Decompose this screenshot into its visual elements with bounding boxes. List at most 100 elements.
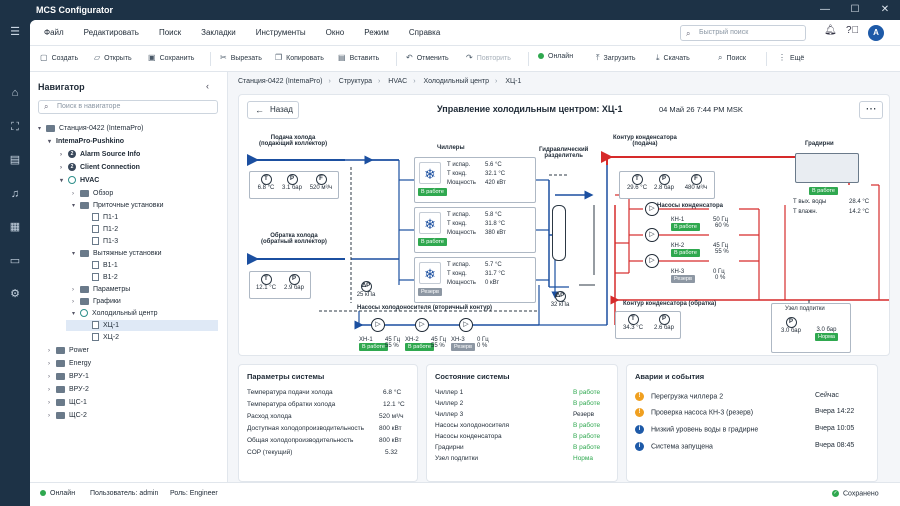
- maximize-icon[interactable]: ☐: [850, 4, 860, 15]
- tree-item[interactable]: ›ВРУ-2: [48, 385, 89, 393]
- menu-tools[interactable]: Инструменты: [255, 28, 306, 37]
- create-button[interactable]: ▢Создать: [40, 53, 79, 62]
- breadcrumb-item[interactable]: HVAC: [388, 78, 408, 85]
- calendar-icon[interactable]: ▦: [9, 221, 21, 233]
- tree-item[interactable]: П1-1: [92, 212, 118, 223]
- close-icon[interactable]: ✕: [880, 4, 890, 15]
- download-button[interactable]: ⤓Скачать: [656, 53, 690, 62]
- menu-help[interactable]: Справка: [408, 28, 441, 37]
- tree-item[interactable]: ›Графики: [72, 297, 121, 305]
- menu-edit[interactable]: Редактировать: [83, 28, 139, 37]
- tree-item[interactable]: ›ЩС-2: [48, 411, 87, 419]
- tree-item[interactable]: ›Параметры: [72, 285, 131, 293]
- quick-search-input[interactable]: ⌕Быстрый поиск: [680, 25, 806, 41]
- alarm-row[interactable]: !Проверка насоса КН-3 (резерв)Вчера 14:2…: [635, 408, 871, 417]
- breadcrumb-item[interactable]: Холодильный центр: [423, 78, 490, 85]
- upload-button[interactable]: ⤒Загрузить: [596, 53, 636, 62]
- hydraulic-separator[interactable]: [552, 205, 566, 261]
- tree-item[interactable]: ▾Приточные установки: [72, 201, 164, 209]
- breadcrumb-item[interactable]: ХЦ-1: [505, 78, 522, 85]
- more-options-button[interactable]: ⋯: [859, 101, 883, 119]
- tree-item[interactable]: В1-1: [92, 260, 118, 271]
- tree-item[interactable]: В1-2: [92, 272, 118, 283]
- avatar[interactable]: A: [868, 25, 884, 41]
- tree-item[interactable]: ▾Станция-0422 (IntemaPro): [38, 124, 144, 132]
- pump-icon[interactable]: ▷: [645, 254, 659, 268]
- tree-item[interactable]: ›Power: [48, 346, 89, 354]
- menu-icon[interactable]: ☰: [10, 26, 20, 38]
- redo-button[interactable]: ↷Повторить: [466, 53, 511, 62]
- save-button[interactable]: ▣Сохранить: [148, 53, 195, 62]
- status-badge: Резерв: [451, 343, 475, 351]
- undo-button[interactable]: ↶Отменить: [406, 53, 449, 62]
- tree-item[interactable]: ›ЩС-1: [48, 398, 87, 406]
- notification-bell-icon[interactable]: 🔔︎: [824, 25, 837, 36]
- tree-item[interactable]: ХЦ-2: [92, 332, 119, 343]
- tree-item[interactable]: ▾Холодильный центр: [72, 309, 158, 318]
- network-icon[interactable]: ⛶: [11, 121, 19, 133]
- menu-bookmarks[interactable]: Закладки: [201, 28, 236, 37]
- bell-icon[interactable]: ♫: [10, 188, 20, 200]
- cut-button[interactable]: ✂Вырезать: [220, 53, 262, 62]
- tree-item[interactable]: ›ВРУ-1: [48, 372, 89, 380]
- tree-item[interactable]: ›Energy: [48, 359, 92, 367]
- pump-icon[interactable]: ▷: [371, 318, 385, 332]
- pump-icon[interactable]: ▷: [459, 318, 473, 332]
- breadcrumb-item[interactable]: Станция-0422 (IntemaPro): [238, 78, 323, 85]
- tree-item-selected[interactable]: ХЦ-1: [66, 320, 218, 331]
- tree-item[interactable]: П1-2: [92, 224, 118, 235]
- menu-search[interactable]: Поиск: [158, 28, 182, 37]
- navigator-search-input[interactable]: ⌕Поиск в навигаторе: [38, 100, 218, 114]
- menu-file[interactable]: Файл: [44, 28, 64, 37]
- cooling-tower[interactable]: [795, 153, 859, 183]
- minimize-icon[interactable]: —: [820, 4, 830, 15]
- paste-button[interactable]: ▤Вставить: [338, 53, 380, 62]
- chiller-2[interactable]: ❄ Т испар.5.8 °C Т конд.31.8 °C Мощность…: [414, 207, 536, 253]
- menu-mode[interactable]: Режим: [364, 28, 389, 37]
- folder-icon: [80, 249, 89, 257]
- menu-window[interactable]: Окно: [325, 28, 345, 37]
- help-icon[interactable]: ?⃝: [846, 25, 860, 36]
- search-button[interactable]: ⌕Поиск: [718, 53, 746, 62]
- params-card: Параметры системы Температура подачи хол…: [238, 364, 418, 482]
- tree-item[interactable]: ▾IntemaPro-Pushkino: [48, 138, 125, 145]
- more-button[interactable]: ⋮Ещё: [778, 53, 805, 62]
- chart-icon[interactable]: ▤: [9, 154, 21, 166]
- gear-icon[interactable]: ⚙: [10, 288, 20, 300]
- back-button[interactable]: ←Назад: [247, 101, 299, 119]
- collapse-icon[interactable]: ‹: [206, 81, 209, 91]
- tree-item[interactable]: ›Обзор: [72, 189, 114, 197]
- tree-item[interactable]: П1-3: [92, 236, 118, 247]
- pump-icon[interactable]: ▷: [645, 202, 659, 216]
- pump-icon[interactable]: ▷: [645, 228, 659, 242]
- open-button[interactable]: ▱Открыть: [94, 53, 132, 62]
- chiller-3[interactable]: ❄ Т испар.5.7 °C Т конд.31.7 °C Мощность…: [414, 257, 536, 303]
- document-icon[interactable]: ▭: [9, 255, 21, 267]
- chiller-1[interactable]: ❄ Т испар.5.6 °C Т конд.32.1 °C Мощность…: [414, 157, 536, 203]
- tree-item[interactable]: ▾Вытяжные установки: [72, 249, 162, 257]
- copy-button[interactable]: ❐Копировать: [275, 53, 324, 62]
- tree-item[interactable]: ▾HVAC: [60, 176, 100, 185]
- pump-icon[interactable]: ▷: [415, 318, 429, 332]
- home-icon[interactable]: ⌂: [11, 87, 19, 99]
- breadcrumb-item[interactable]: Структура: [338, 78, 372, 85]
